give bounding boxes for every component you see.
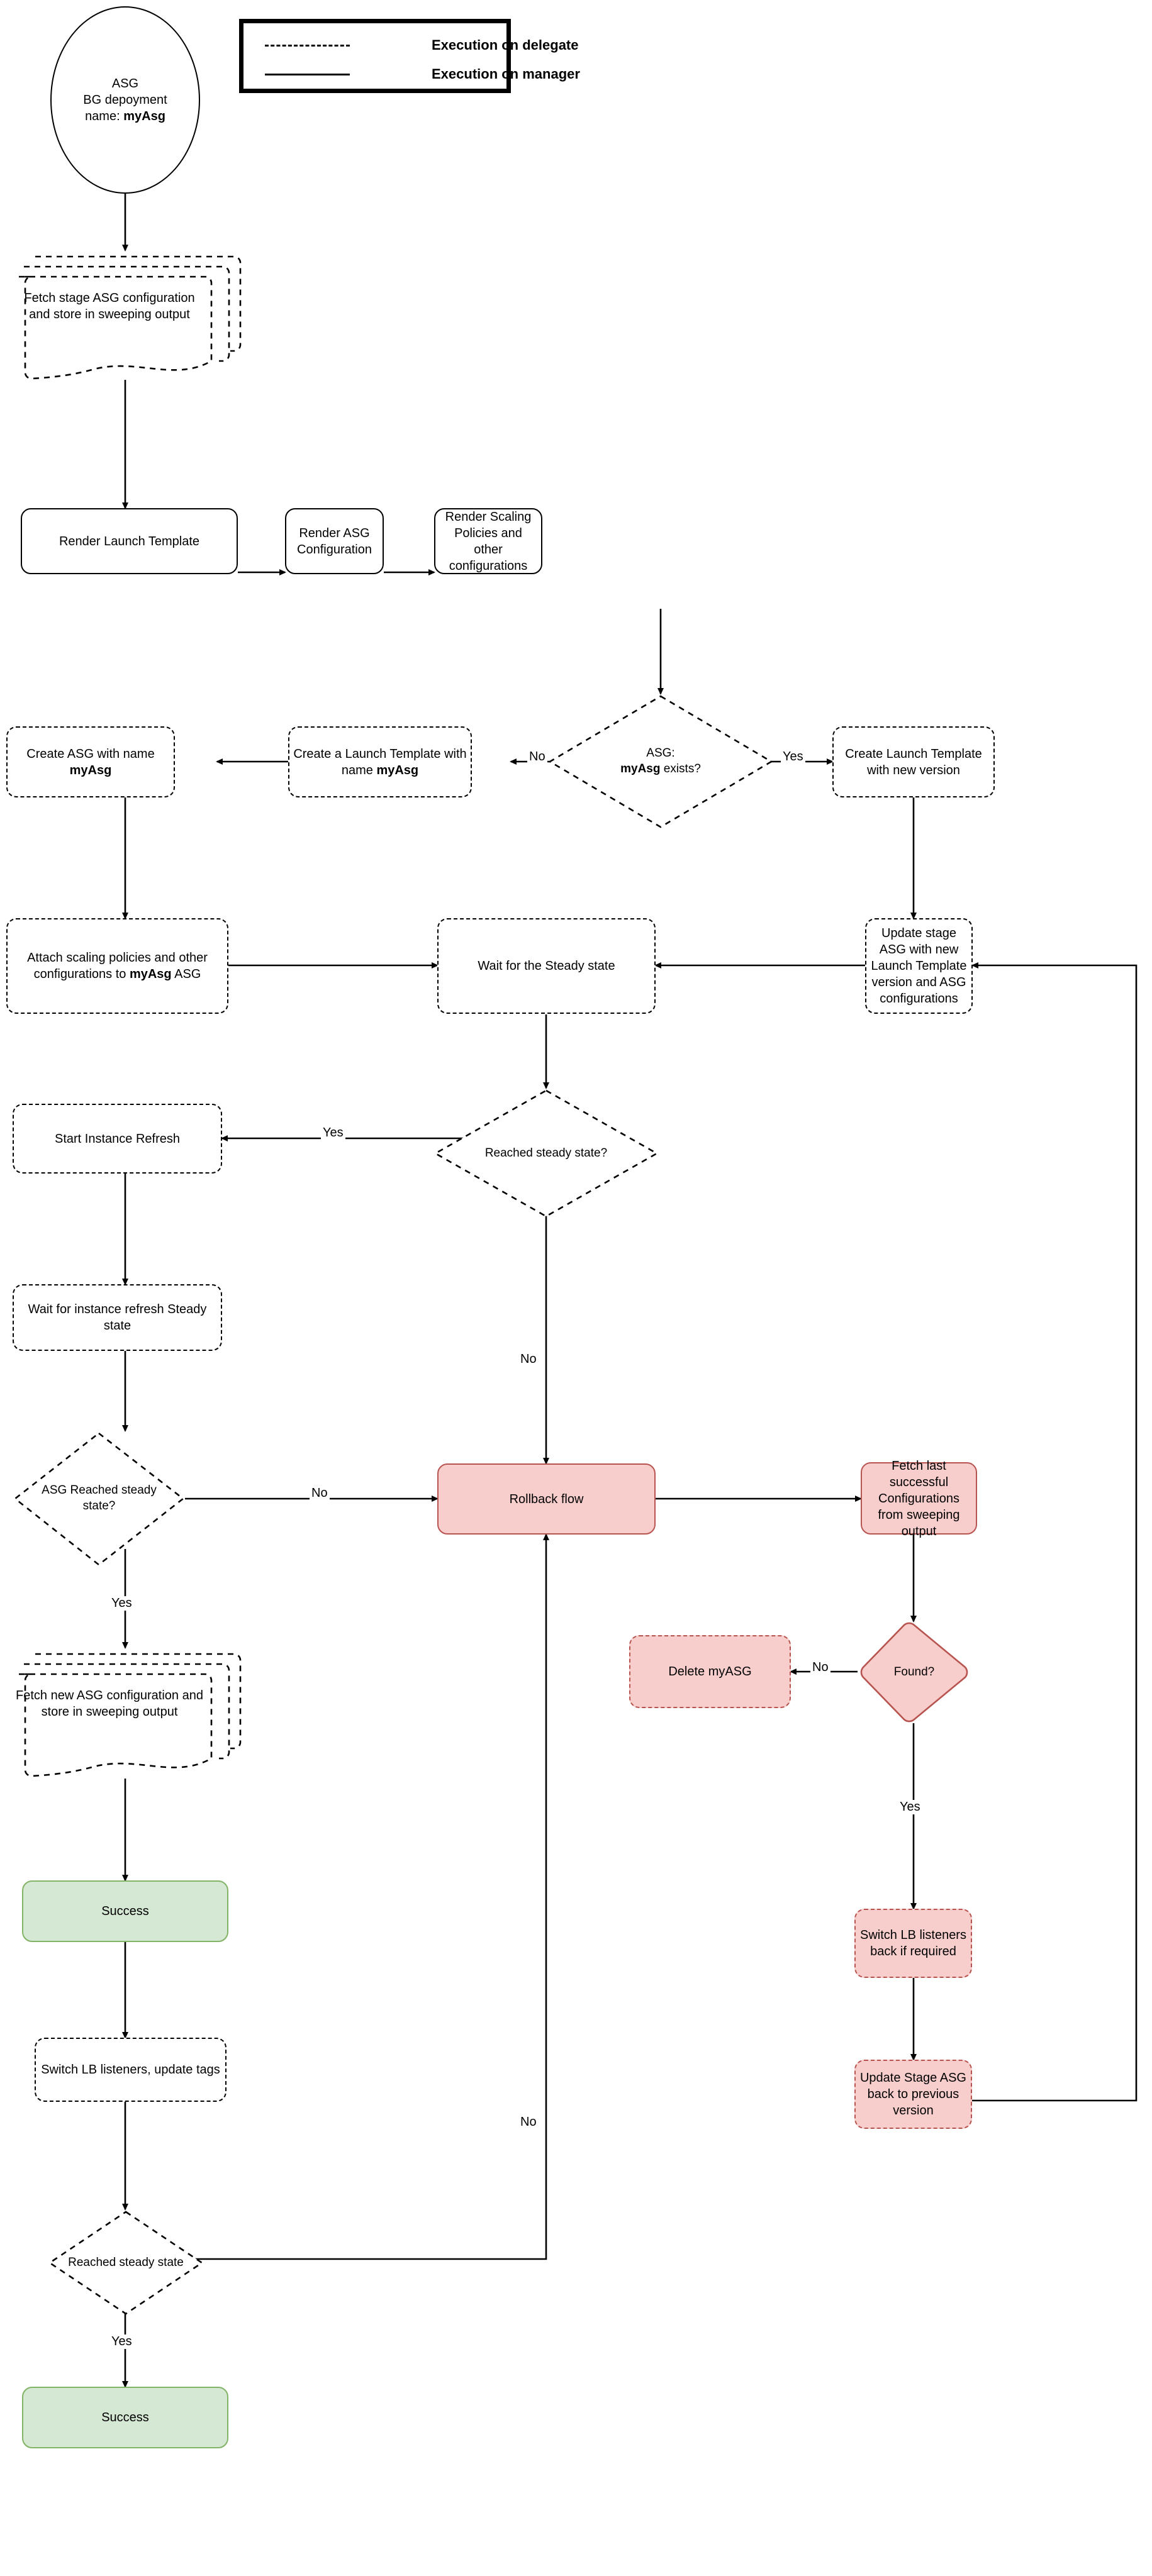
edge-label-found-yes: Yes xyxy=(898,1800,922,1814)
node-success-bottom[interactable]: Success xyxy=(22,2387,228,2448)
wait-instance-refresh-label: Wait for instance refresh Steady state xyxy=(28,1302,207,1333)
node-reached-steady-state-decision[interactable]: Reached steady state? xyxy=(433,1088,659,1219)
node-update-stage-asg[interactable]: Update stage ASG with new Launch Templat… xyxy=(865,918,973,1014)
delete-myasg-label: Delete myASG xyxy=(668,1665,752,1679)
node-delete-myasg[interactable]: Delete myASG xyxy=(629,1635,791,1708)
node-update-stage-asg-back[interactable]: Update Stage ASG back to previous versio… xyxy=(854,2060,972,2129)
node-fetch-last-successful[interactable]: Fetch last successful Configurations fro… xyxy=(861,1459,977,1538)
legend-label-manager: Execution on manager xyxy=(432,66,580,82)
node-attach-scaling-policies[interactable]: Attach scaling policies and other config… xyxy=(6,918,228,1014)
decision-diamond-shape xyxy=(548,695,773,828)
fetch-stage-asg-label: Fetch stage ASG configuration and store … xyxy=(24,291,195,321)
edge-label-exists-no: No xyxy=(527,750,547,764)
attach-scaling-policies-label: Attach scaling policies and other config… xyxy=(27,951,208,981)
node-create-launch-template-new-version[interactable]: Create Launch Template with new version xyxy=(832,726,995,797)
create-launch-template-named-label: Create a Launch Template with name myAsg xyxy=(293,747,467,777)
create-asg-named-label: Create ASG with name myAsg xyxy=(26,747,155,777)
node-rollback-flow[interactable]: Rollback flow xyxy=(437,1463,656,1535)
switch-lb-back-label: Switch LB listeners back if required xyxy=(860,1928,966,1958)
decision-diamond-shape xyxy=(48,2211,204,2315)
legend-solid-line xyxy=(265,73,350,75)
node-switch-lb-back[interactable]: Switch LB listeners back if required xyxy=(854,1909,972,1978)
node-create-asg-named[interactable]: Create ASG with name myAsg xyxy=(6,726,175,797)
reached-steady-state-label: Reached steady state? xyxy=(484,1146,608,1160)
success-bottom-label: Success xyxy=(101,2411,149,2424)
edge-label-rollback-return-no: No xyxy=(518,2115,539,2129)
node-fetch-new-asg[interactable]: Fetch new ASG configuration and store in… xyxy=(6,1648,245,1780)
decision-diamond-shape xyxy=(13,1432,185,1566)
update-stage-asg-label: Update stage ASG with new Launch Templat… xyxy=(871,926,967,1006)
node-asg-exists-decision[interactable]: ASG: myAsg exists? xyxy=(547,694,774,830)
node-success-top[interactable]: Success xyxy=(22,1880,228,1942)
node-wait-steady-state[interactable]: Wait for the Steady state xyxy=(437,918,656,1014)
edge-label-found-no: No xyxy=(810,1660,830,1675)
start-line-3: name: myAsg xyxy=(85,109,165,123)
legend-label-delegate: Execution on delegate xyxy=(432,37,579,53)
switch-lb-update-tags-label: Switch LB listeners, update tags xyxy=(41,2063,220,2077)
multi-document-shape xyxy=(19,1653,242,1777)
render-scaling-policies-label: Render Scaling Policies and other config… xyxy=(445,509,532,573)
reached-steady-state-final-label: Reached steady state xyxy=(68,2255,184,2269)
wait-steady-state-label: Wait for the Steady state xyxy=(478,959,615,973)
success-top-label: Success xyxy=(101,1904,149,1918)
legend-row-manager: Execution on manager xyxy=(265,66,580,82)
edge-label-asg-reached-no: No xyxy=(310,1486,330,1501)
node-wait-instance-refresh[interactable]: Wait for instance refresh Steady state xyxy=(13,1284,222,1351)
update-stage-asg-back-label: Update Stage ASG back to previous versio… xyxy=(859,2071,966,2118)
node-switch-lb-update-tags[interactable]: Switch LB listeners, update tags xyxy=(35,2038,226,2102)
node-create-launch-template-named[interactable]: Create a Launch Template with name myAsg xyxy=(288,726,472,797)
node-start[interactable]: ASG BG depoyment name: myAsg xyxy=(50,6,200,194)
node-render-launch-template[interactable]: Render Launch Template xyxy=(21,508,238,574)
render-asg-configuration-label: Render ASG Configuration xyxy=(297,526,372,557)
legend-row-delegate: Execution on delegate xyxy=(265,37,579,53)
edge-label-steady-no: No xyxy=(518,1352,539,1367)
fetch-last-successful-label: Fetch last successful Configurations fro… xyxy=(878,1458,960,1538)
decision-diamond-shape xyxy=(433,1089,659,1218)
create-launch-template-new-version-label: Create Launch Template with new version xyxy=(845,747,982,777)
edge-label-steady-yes: Yes xyxy=(321,1126,345,1140)
node-render-scaling-policies[interactable]: Render Scaling Policies and other config… xyxy=(434,508,542,574)
asg-exists-label: ASG: myAsg exists? xyxy=(620,747,701,775)
node-start-instance-refresh[interactable]: Start Instance Refresh xyxy=(13,1104,222,1174)
node-found-decision[interactable]: Found? xyxy=(858,1621,971,1723)
edge-label-final-yes: Yes xyxy=(109,2334,134,2349)
node-asg-reached-steady-state-decision[interactable]: ASG Reached steady state? xyxy=(13,1431,186,1567)
node-render-asg-configuration[interactable]: Render ASG Configuration xyxy=(285,508,384,574)
multi-document-shape xyxy=(19,255,242,380)
asg-reached-steady-state-label: ASG Reached steady state? xyxy=(42,1484,157,1513)
node-reached-steady-state-final-decision[interactable]: Reached steady state xyxy=(47,2209,204,2316)
start-line-2: BG depoyment xyxy=(83,93,167,107)
node-fetch-stage-asg[interactable]: Fetch stage ASG configuration and store … xyxy=(6,250,245,382)
start-instance-refresh-label: Start Instance Refresh xyxy=(55,1131,180,1146)
legend-box: Execution on delegate Execution on manag… xyxy=(239,19,580,93)
decision-diamond-shape xyxy=(860,1622,968,1723)
render-launch-template-label: Render Launch Template xyxy=(59,534,200,548)
edge-label-exists-yes: Yes xyxy=(781,750,805,764)
found-label: Found? xyxy=(893,1665,935,1679)
start-line-1: ASG xyxy=(111,77,139,91)
rollback-flow-label: Rollback flow xyxy=(509,1492,584,1506)
legend-dashed-line xyxy=(265,44,350,47)
fetch-new-asg-label: Fetch new ASG configuration and store in… xyxy=(16,1689,203,1719)
edge-label-asg-reached-yes: Yes xyxy=(109,1596,134,1611)
